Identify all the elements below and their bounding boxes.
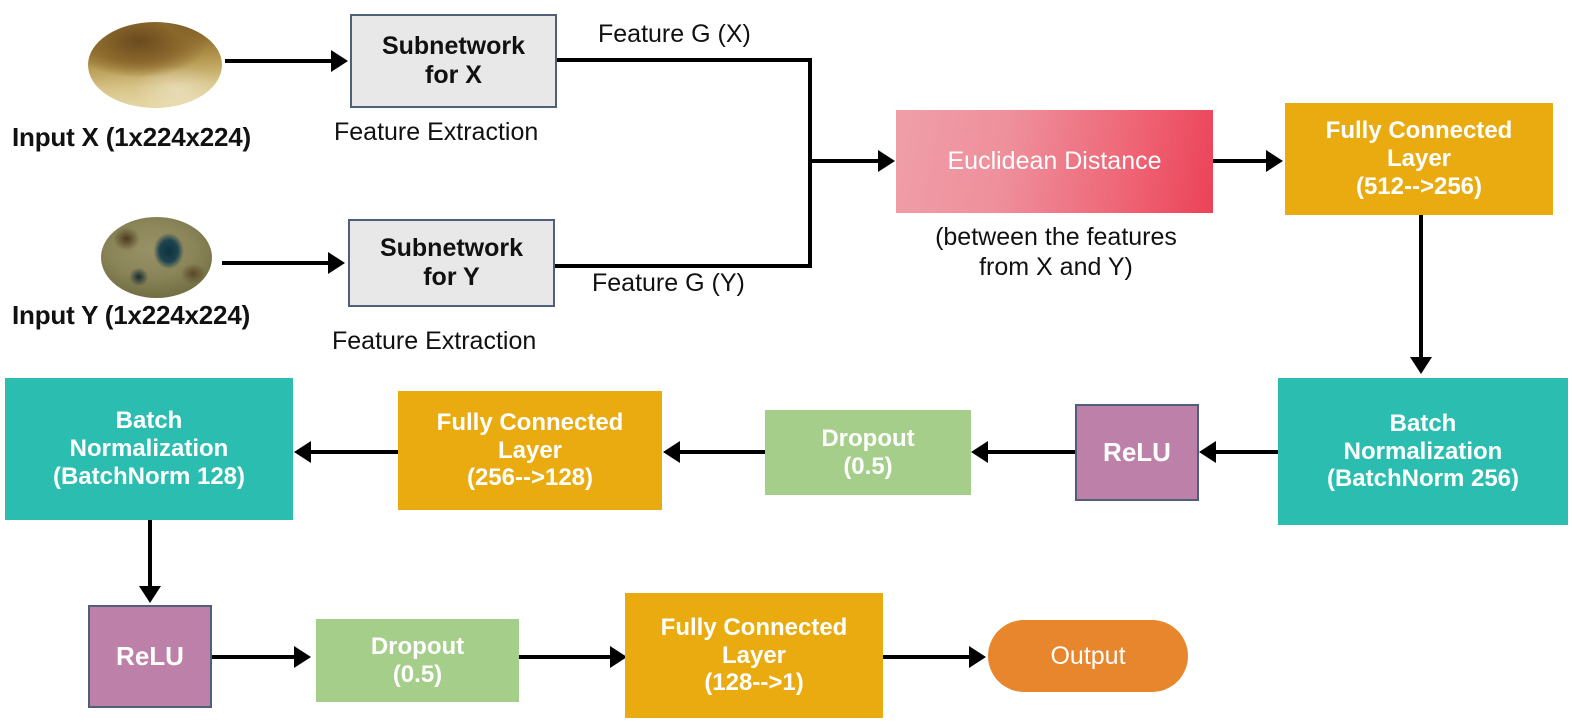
arrow-line-bn256-relu1 [1216, 450, 1278, 454]
subnetwork-for-y: Subnetwork for Y [348, 219, 555, 307]
input-x-caption: Input X (1x224x224) [12, 122, 251, 152]
arrow-head-inputy-subnety [328, 252, 345, 274]
subnetwork-for-x: Subnetwork for X [350, 14, 557, 108]
batch-normalization-128-label: Batch Normalization (BatchNorm 128) [52, 407, 246, 490]
arrow-head-inputx-subnetx [331, 50, 348, 72]
fully-connected-128-1: Fully Connected Layer (128-->1) [625, 593, 883, 718]
euclidean-distance-caption: (between the features from X and Y) [935, 223, 1177, 281]
feature-extraction-y-label: Feature Extraction [332, 327, 537, 355]
fully-connected-256-128: Fully Connected Layer (256-->128) [398, 391, 662, 510]
arrow-head-bn256-relu1 [1199, 441, 1216, 463]
arrow-line-relu2-dropout2 [212, 655, 296, 659]
feature-g-x-label: Feature G (X) [598, 20, 751, 48]
dropout-2: Dropout (0.5) [316, 619, 519, 702]
arrow-line-dropout2-fc128 [519, 655, 612, 659]
arrow-head-dropout2-fc128 [610, 646, 627, 668]
arrow-line-inputx-subnetx [225, 59, 333, 63]
arrow-head-merge-euclidean [878, 150, 895, 172]
feature-merge-bus [808, 58, 812, 268]
dropout-2-label: Dropout (0.5) [370, 632, 465, 688]
feature-g-y-label: Feature G (Y) [592, 269, 745, 297]
output-node: Output [988, 620, 1188, 692]
relu-2: ReLU [88, 605, 212, 708]
fully-connected-256-128-label: Fully Connected Layer (256-->128) [436, 408, 624, 492]
subnetwork-for-x-label: Subnetwork for X [381, 31, 526, 90]
relu-2-label: ReLU [116, 641, 184, 672]
dropout-1: Dropout (0.5) [765, 410, 971, 495]
fully-connected-128-1-label: Fully Connected Layer (128-->1) [660, 613, 848, 697]
batch-normalization-256-label: Batch Normalization (BatchNorm 256) [1326, 409, 1520, 493]
arrow-head-euclidean-fc512 [1266, 150, 1283, 172]
subnetwork-for-y-label: Subnetwork for Y [379, 233, 524, 292]
arrow-line-bn128-relu2 [148, 520, 152, 588]
feature-gy-line-horizontal [555, 264, 812, 268]
relu-1-label: ReLU [1103, 437, 1171, 468]
euclidean-distance-node: Euclidean Distance [896, 110, 1213, 213]
arrow-line-fc512-bn256 [1419, 215, 1423, 359]
fully-connected-512-256: Fully Connected Layer (512-->256) [1285, 103, 1553, 215]
arrow-head-bn128-relu2 [139, 586, 161, 603]
feature-extraction-x-label: Feature Extraction [334, 118, 539, 146]
output-label: Output [1050, 641, 1126, 670]
arrow-head-fc256-bn128 [294, 441, 311, 463]
euclidean-distance-label: Euclidean Distance [947, 147, 1162, 175]
arrow-line-merge-euclidean [808, 159, 880, 163]
arrow-line-dropout1-fc256 [680, 450, 765, 454]
arrow-head-dropout1-fc256 [663, 441, 680, 463]
arrow-head-relu1-dropout1 [971, 441, 988, 463]
arrow-head-fc128-output [969, 646, 986, 668]
batch-normalization-128: Batch Normalization (BatchNorm 128) [5, 378, 293, 520]
arrow-line-euclidean-fc512 [1213, 159, 1268, 163]
feature-gx-line-horizontal [557, 58, 812, 62]
relu-1: ReLU [1075, 404, 1199, 501]
dropout-1-label: Dropout (0.5) [821, 424, 915, 480]
input-y-caption: Input Y (1x224x224) [12, 300, 251, 330]
arrow-line-inputy-subnety [222, 261, 330, 265]
arrow-line-relu1-dropout1 [988, 450, 1075, 454]
seed-image-y [101, 217, 212, 298]
fully-connected-512-256-label: Fully Connected Layer (512-->256) [1325, 117, 1513, 200]
arrow-head-relu2-dropout2 [294, 646, 311, 668]
seed-image-x [88, 22, 222, 108]
arrow-line-fc256-bn128 [311, 450, 398, 454]
batch-normalization-256: Batch Normalization (BatchNorm 256) [1278, 378, 1568, 525]
arrow-line-fc128-output [883, 655, 971, 659]
arrow-head-fc512-bn256 [1410, 357, 1432, 374]
